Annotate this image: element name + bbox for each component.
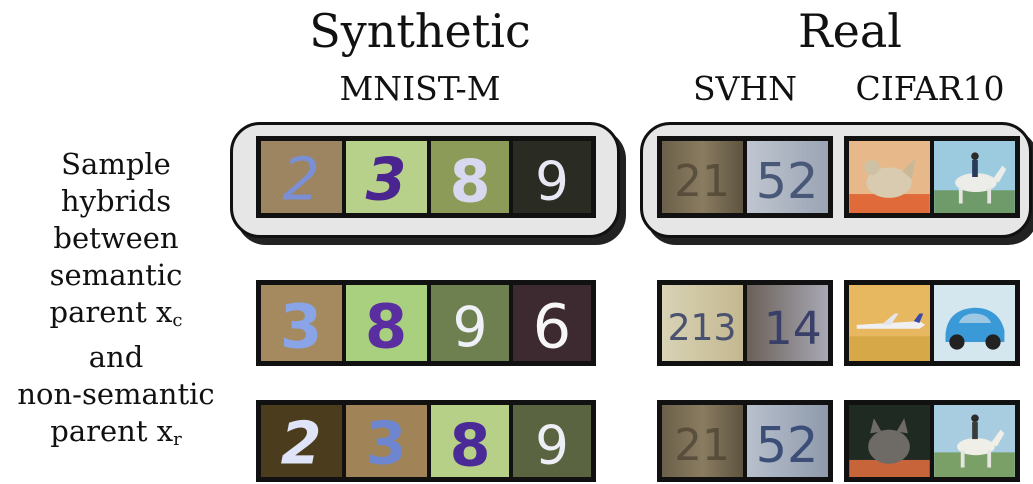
mnist-tile: 3 <box>259 283 344 363</box>
svhn-strip-semantic: 213 14 <box>657 280 833 366</box>
row-label-text: parent x <box>50 414 174 448</box>
mnist-tile: 8 <box>344 283 429 363</box>
mnist-strip-non-semantic: 2 3 8 9 <box>256 400 596 482</box>
mnist-tile: 9 <box>511 403 593 479</box>
mnist-tile: 3 <box>344 403 429 479</box>
digit-mark: 8 <box>450 147 491 213</box>
row-label-text: parent x <box>49 295 173 329</box>
svhn-tile: 14 <box>745 283 830 363</box>
digit-mark: 8 <box>365 293 407 361</box>
mnist-strip-semantic: 3 8 9 6 <box>256 280 596 366</box>
digit-mark: 3 <box>280 293 322 361</box>
digit-mark: 6 <box>533 293 572 361</box>
mnist-tile: 2 <box>259 139 344 215</box>
mnist-tile: 9 <box>429 283 511 363</box>
digit-mark: 9 <box>535 151 569 213</box>
mnist-strip-hybrid: 2 3 8 9 <box>256 136 596 218</box>
row-label-sub: c <box>172 310 183 331</box>
digit-mark: 21 <box>674 421 729 471</box>
svhn-tile: 21 <box>660 139 745 215</box>
cifar-tile-cat-image <box>847 403 932 479</box>
cifar-strip-semantic <box>844 280 1020 366</box>
row-label-line: and <box>88 340 144 374</box>
svhn-tile: 21 <box>660 403 745 479</box>
row-label: Sample hybrids between semantic parent x… <box>0 146 232 458</box>
row-label-line: parent xc <box>0 294 232 339</box>
cifar-tile-airplane-image <box>847 283 932 363</box>
synthetic-header: Synthetic <box>309 4 531 58</box>
digit-mark: 3 <box>366 145 407 213</box>
digit-mark: 2 <box>281 409 322 477</box>
svhn-strip-non-semantic: 21 52 <box>657 400 833 482</box>
digit-mark: 52 <box>756 416 819 474</box>
mnist-tile: 6 <box>511 283 593 363</box>
mnist-tile: 8 <box>429 139 511 215</box>
row-label-line: parent xr <box>0 413 232 458</box>
cifar-tile-horse-image <box>932 139 1017 215</box>
mnist-tile: 8 <box>429 403 511 479</box>
row-label-line: between <box>53 221 179 255</box>
digit-mark: 213 <box>668 307 737 349</box>
svhn-header: SVHN <box>692 69 798 108</box>
digit-mark: 14 <box>764 302 822 355</box>
cifar-tile-horse-image <box>932 403 1017 479</box>
digit-mark: 8 <box>450 411 491 477</box>
row-label-line: hybrids <box>60 184 172 218</box>
svhn-strip-hybrid: 21 52 <box>657 136 833 218</box>
row-label-line: semantic <box>49 258 183 292</box>
digit-mark: 9 <box>535 415 569 477</box>
cifar-strip-hybrid <box>844 136 1020 218</box>
mnist-tile: 9 <box>511 139 593 215</box>
digit-mark: 9 <box>452 295 487 359</box>
digit-mark: 21 <box>674 157 729 207</box>
digit-mark: 2 <box>282 145 319 213</box>
cifar-tile-bird-image <box>847 139 932 215</box>
digit-mark: 3 <box>366 409 407 477</box>
cifar10-header: CIFAR10 <box>855 69 1005 108</box>
cifar-tile-car-image <box>932 283 1017 363</box>
row-label-sub: r <box>173 429 182 450</box>
cifar-strip-non-semantic <box>844 400 1020 482</box>
svhn-tile: 213 <box>660 283 745 363</box>
svhn-tile: 52 <box>745 139 830 215</box>
real-header: Real <box>798 4 902 58</box>
mnist-m-header: MNIST-M <box>339 69 501 108</box>
mnist-tile: 2 <box>259 403 344 479</box>
svhn-tile: 52 <box>745 403 830 479</box>
row-label-line: Sample <box>61 147 171 181</box>
row-label-line: non-semantic <box>17 377 215 411</box>
digit-mark: 52 <box>756 152 819 210</box>
mnist-tile: 3 <box>344 139 429 215</box>
